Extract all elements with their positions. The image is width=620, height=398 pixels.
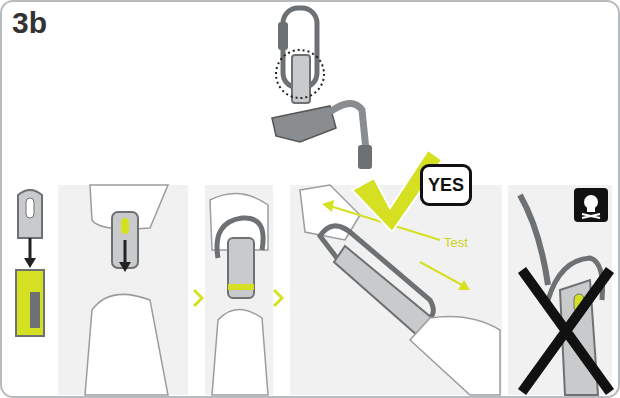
hand <box>212 309 268 395</box>
panel <box>58 185 188 395</box>
top-carabiner-grigri <box>272 8 372 169</box>
step-2-hands <box>58 185 188 395</box>
detail-circle <box>276 50 324 98</box>
test-label: Test <box>444 236 468 249</box>
sling-eye <box>26 198 34 218</box>
step-4-test <box>290 150 502 395</box>
sleeve <box>16 270 44 336</box>
sleeve-stitch <box>30 292 40 328</box>
step-3-clip <box>205 185 273 395</box>
badge-text: YES <box>428 175 464 196</box>
sling-eye <box>121 218 129 234</box>
danger-box <box>574 188 608 222</box>
sling <box>292 55 310 103</box>
hand <box>85 294 168 395</box>
wrong-panel <box>508 185 612 395</box>
rope <box>330 103 366 150</box>
yes-badge: YES <box>420 164 472 206</box>
panel <box>508 185 612 395</box>
test-arrow <box>420 262 462 285</box>
sling <box>334 246 432 336</box>
sling <box>228 238 254 298</box>
chevron <box>194 290 202 306</box>
arrow-head <box>322 200 334 212</box>
rope-end <box>358 145 372 169</box>
sleeve-band <box>228 284 254 290</box>
arrow-head <box>24 258 36 268</box>
belay-device <box>272 106 336 142</box>
sling-end <box>18 190 42 238</box>
step-number: 3b <box>12 8 47 38</box>
skull <box>584 195 598 209</box>
crossbones <box>582 214 600 218</box>
skull-jaw <box>587 207 595 212</box>
hand <box>410 317 500 396</box>
cross-mark <box>522 270 610 392</box>
sling <box>112 212 138 268</box>
carabiner-gate <box>278 22 288 50</box>
arrow-head <box>458 280 470 290</box>
panel <box>205 185 273 395</box>
arrow-head <box>119 262 131 272</box>
chevron <box>274 290 282 306</box>
step-1-sling <box>16 190 44 336</box>
